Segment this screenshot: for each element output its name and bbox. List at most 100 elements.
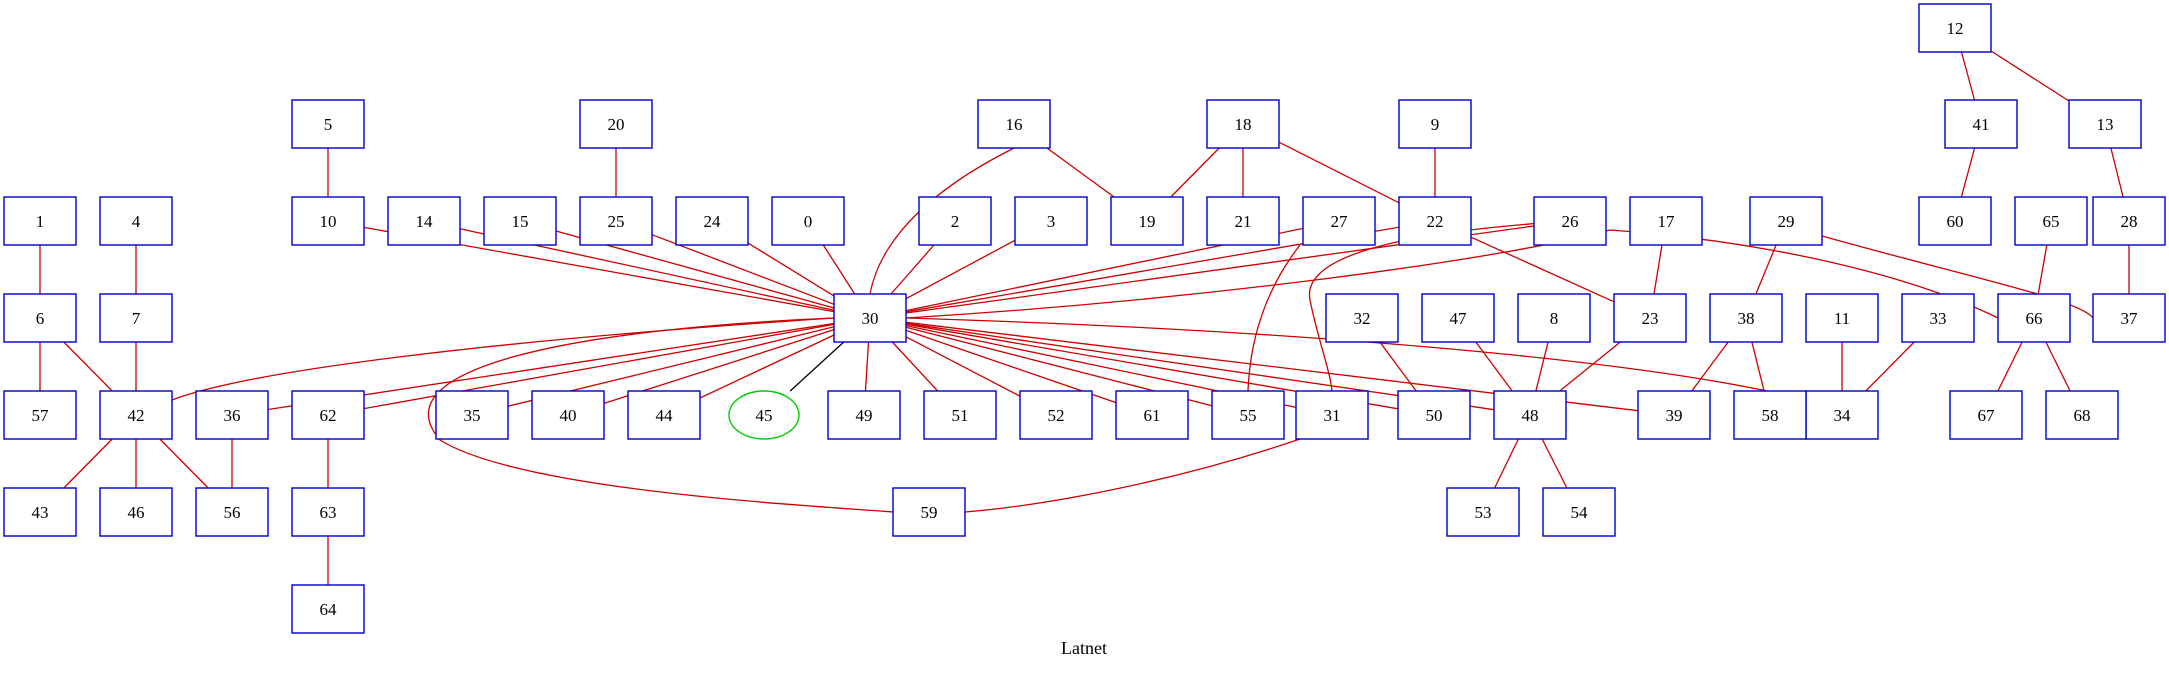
node-57[interactable]: 57 (3, 390, 77, 440)
node-11[interactable]: 11 (1805, 293, 1879, 343)
node-box (3, 196, 77, 246)
node-65[interactable]: 65 (2014, 196, 2088, 246)
node-box (1295, 390, 1369, 440)
node-62[interactable]: 62 (291, 390, 365, 440)
node-23[interactable]: 23 (1613, 293, 1687, 343)
node-10[interactable]: 10 (291, 196, 365, 246)
node-47[interactable]: 47 (1421, 293, 1495, 343)
node-27[interactable]: 27 (1302, 196, 1376, 246)
node-21[interactable]: 21 (1206, 196, 1280, 246)
node-17[interactable]: 17 (1629, 196, 1703, 246)
node-12[interactable]: 12 (1918, 3, 1992, 53)
node-box (1805, 390, 1879, 440)
node-63[interactable]: 63 (291, 487, 365, 537)
node-box (833, 293, 907, 343)
node-7[interactable]: 7 (99, 293, 173, 343)
edge-38-39 (1691, 341, 1729, 392)
node-43[interactable]: 43 (3, 487, 77, 537)
node-box (1398, 196, 1472, 246)
node-61[interactable]: 61 (1115, 390, 1189, 440)
node-label: 20 (608, 115, 625, 134)
node-label: 49 (856, 406, 873, 425)
node-28[interactable]: 28 (2092, 196, 2166, 246)
node-3[interactable]: 3 (1014, 196, 1088, 246)
node-56[interactable]: 56 (195, 487, 269, 537)
node-box (3, 487, 77, 537)
node-24[interactable]: 24 (675, 196, 749, 246)
node-box (827, 390, 901, 440)
node-36[interactable]: 36 (195, 390, 269, 440)
node-label: 30 (862, 309, 879, 328)
node-58[interactable]: 58 (1733, 390, 1807, 440)
node-60[interactable]: 60 (1918, 196, 1992, 246)
node-52[interactable]: 52 (1019, 390, 1093, 440)
node-38[interactable]: 38 (1709, 293, 1783, 343)
node-44[interactable]: 44 (627, 390, 701, 440)
node-34[interactable]: 34 (1805, 390, 1879, 440)
edge-30-52 (905, 336, 1021, 397)
edge-30-59 (427, 317, 894, 513)
node-53[interactable]: 53 (1446, 487, 1520, 537)
node-64[interactable]: 64 (291, 584, 365, 634)
node-box (1014, 196, 1088, 246)
node-39[interactable]: 39 (1637, 390, 1711, 440)
node-32[interactable]: 32 (1325, 293, 1399, 343)
node-45[interactable]: 45 (728, 390, 800, 440)
node-8[interactable]: 8 (1517, 293, 1591, 343)
node-29[interactable]: 29 (1749, 196, 1823, 246)
node-4[interactable]: 4 (99, 196, 173, 246)
node-14[interactable]: 14 (387, 196, 461, 246)
node-55[interactable]: 55 (1211, 390, 1285, 440)
node-label: 7 (132, 309, 141, 328)
node-67[interactable]: 67 (1949, 390, 2023, 440)
node-40[interactable]: 40 (531, 390, 605, 440)
node-19[interactable]: 19 (1110, 196, 1184, 246)
node-label: 16 (1006, 115, 1023, 134)
node-46[interactable]: 46 (99, 487, 173, 537)
node-box (1398, 99, 1472, 149)
node-15[interactable]: 15 (483, 196, 557, 246)
node-5[interactable]: 5 (291, 99, 365, 149)
node-18[interactable]: 18 (1206, 99, 1280, 149)
node-16[interactable]: 16 (977, 99, 1051, 149)
node-31[interactable]: 31 (1295, 390, 1369, 440)
node-26[interactable]: 26 (1533, 196, 1607, 246)
node-68[interactable]: 68 (2045, 390, 2119, 440)
node-25[interactable]: 25 (579, 196, 653, 246)
edge-18-19 (1170, 147, 1220, 198)
node-50[interactable]: 50 (1397, 390, 1471, 440)
node-label: 23 (1642, 309, 1659, 328)
node-1[interactable]: 1 (3, 196, 77, 246)
node-label: 0 (804, 212, 813, 231)
node-59[interactable]: 59 (892, 487, 966, 537)
node-box (579, 196, 653, 246)
node-37[interactable]: 37 (2092, 293, 2166, 343)
node-9[interactable]: 9 (1398, 99, 1472, 149)
node-box (771, 196, 845, 246)
node-35[interactable]: 35 (435, 390, 509, 440)
node-48[interactable]: 48 (1493, 390, 1567, 440)
node-51[interactable]: 51 (923, 390, 997, 440)
node-box (1533, 196, 1607, 246)
node-2[interactable]: 2 (918, 196, 992, 246)
edge-12-13 (1990, 50, 2070, 102)
node-6[interactable]: 6 (3, 293, 77, 343)
node-49[interactable]: 49 (827, 390, 901, 440)
node-66[interactable]: 66 (1997, 293, 2071, 343)
node-box (1805, 293, 1879, 343)
node-13[interactable]: 13 (2068, 99, 2142, 149)
node-20[interactable]: 20 (579, 99, 653, 149)
node-label: 62 (320, 406, 337, 425)
edge-30-44 (699, 334, 835, 399)
node-box (1325, 293, 1399, 343)
node-label: 14 (416, 212, 434, 231)
node-0[interactable]: 0 (771, 196, 845, 246)
node-33[interactable]: 33 (1901, 293, 1975, 343)
node-box (195, 390, 269, 440)
node-30[interactable]: 30 (833, 293, 907, 343)
node-54[interactable]: 54 (1542, 487, 1616, 537)
node-22[interactable]: 22 (1398, 196, 1472, 246)
node-box (1629, 196, 1703, 246)
node-41[interactable]: 41 (1944, 99, 2018, 149)
node-42[interactable]: 42 (99, 390, 173, 440)
